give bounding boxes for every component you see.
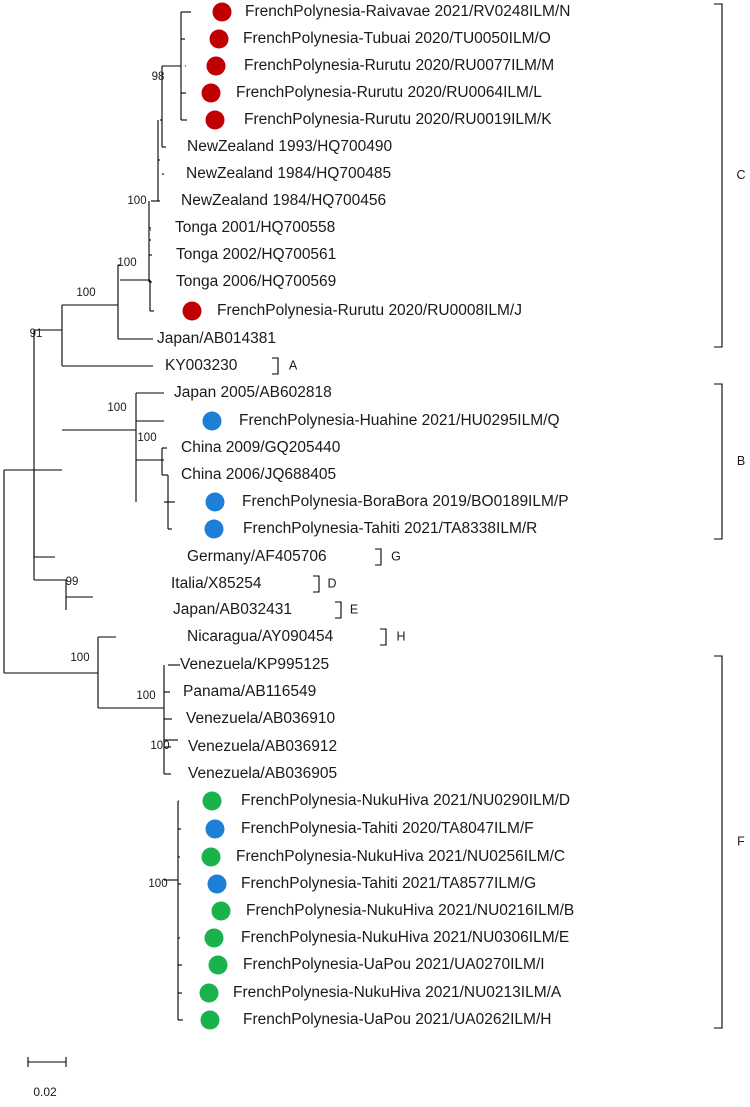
leaf-label: Japan 2005/AB602818 (174, 384, 332, 401)
clade-bracket (272, 357, 279, 375)
leaf-marker-red (212, 2, 232, 22)
leaf-label: Venezuela/KP995125 (180, 656, 329, 673)
support-values: 98 100 100 100 91 100 100 99 100 100 100 100 (30, 71, 170, 890)
leaf-label: FrenchPolynesia-Tahiti 2021/TA8338ILM/R (243, 520, 537, 537)
leaf-label: Nicaragua/AY090454 (187, 628, 334, 645)
clade-bracket (375, 548, 382, 566)
support-value: 100 (137, 432, 156, 444)
leaf-label: FrenchPolynesia-UaPou 2021/UA0270ILM/I (243, 956, 545, 973)
leaf-marker-blue (204, 519, 224, 539)
leaf-marker-red (182, 301, 202, 321)
leaf-label: FrenchPolynesia-NukuHiva 2021/NU0256ILM/… (236, 848, 565, 865)
leaf-label: FrenchPolynesia-UaPou 2021/UA0262ILM/H (243, 1011, 551, 1028)
leaf-label: FrenchPolynesia-NukuHiva 2021/NU0213ILM/… (233, 984, 562, 1001)
leaf-label: Venezuela/AB036910 (186, 710, 335, 727)
leaf-label: NewZealand 1993/HQ700490 (187, 138, 392, 155)
tree-branches (3, 11, 191, 1021)
leaf-marker-green (199, 983, 219, 1003)
leaf-label: China 2009/GQ205440 (181, 439, 341, 456)
leaf-label: FrenchPolynesia-Tahiti 2021/TA8577ILM/G (241, 875, 536, 892)
leaf-marker-red (209, 29, 229, 49)
leaf-marker-green (211, 901, 231, 921)
support-value: 99 (66, 576, 79, 588)
leaf-marker-green (204, 928, 224, 948)
leaf-marker-blue (205, 492, 225, 512)
leaf-label: FrenchPolynesia-NukuHiva 2021/NU0216ILM/… (246, 902, 574, 919)
clade-letter: D (327, 576, 336, 590)
support-value: 98 (152, 71, 165, 83)
leaf-label: Panama/AB116549 (183, 683, 316, 700)
support-value: 100 (117, 257, 136, 269)
leaf-label: FrenchPolynesia-Rurutu 2020/RU0077ILM/M (244, 57, 554, 74)
support-value: 100 (70, 652, 89, 664)
clade-bracket (380, 628, 387, 646)
leaf-marker-green (202, 791, 222, 811)
leaf-label: Germany/AF405706 (187, 548, 327, 565)
leaf-label: China 2006/JQ688405 (181, 466, 336, 483)
leaf-marker-green (200, 1010, 220, 1030)
leaf-label: FrenchPolynesia-Rurutu 2020/RU0019ILM/K (244, 111, 552, 128)
support-value: 100 (107, 402, 126, 414)
leaf-label: Tonga 2001/HQ700558 (175, 219, 335, 236)
support-value: 100 (136, 690, 155, 702)
leaf-label: KY003230 (165, 357, 238, 374)
support-value: 100 (127, 195, 146, 207)
leaf-label: Tonga 2006/HQ700569 (176, 273, 336, 290)
clade-letters: C A B G DE H F (289, 168, 746, 849)
clade-bracket (313, 575, 320, 593)
leaf-marker-red (206, 56, 226, 76)
leaf-marker-green (201, 847, 221, 867)
leaf-label: Italia/X85254 (171, 575, 262, 592)
leaf-label: FrenchPolynesia-Huahine 2021/HU0295ILM/Q (239, 412, 560, 429)
leaf-label: FrenchPolynesia-NukuHiva 2021/NU0306ILM/… (241, 929, 569, 946)
leaf-markers (182, 2, 232, 1030)
clade-letter: G (391, 549, 401, 563)
support-value: 100 (150, 740, 169, 752)
leaf-label: Japan/AB014381 (157, 330, 276, 347)
leaf-label: Venezuela/AB036912 (188, 738, 337, 755)
clade-bracket (335, 601, 342, 619)
leaf-label: NewZealand 1984/HQ700485 (186, 165, 391, 182)
clade-letter: A (289, 358, 298, 372)
leaf-label: NewZealand 1984/HQ700456 (181, 192, 386, 209)
clade-letter: E (350, 602, 358, 616)
support-value: 100 (76, 287, 95, 299)
clade-letter: H (396, 629, 405, 643)
leaf-marker-blue (205, 819, 225, 839)
leaf-marker-blue (202, 411, 222, 431)
clade-letter: B (737, 454, 745, 468)
scale-bar: 0.02 (27, 1057, 67, 1099)
leaf-label: FrenchPolynesia-NukuHiva 2021/NU0290ILM/… (241, 792, 570, 809)
support-value: 91 (30, 328, 43, 340)
leaf-label: FrenchPolynesia-Rurutu 2020/RU0064ILM/L (236, 84, 542, 101)
leaf-marker-red (205, 110, 225, 130)
leaf-label: FrenchPolynesia-BoraBora 2019/BO0189ILM/… (242, 493, 569, 510)
leaf-label: FrenchPolynesia-Tahiti 2020/TA8047ILM/F (241, 820, 534, 837)
clade-bracket (714, 383, 723, 540)
scale-bar-label: 0.02 (33, 1085, 57, 1099)
clade-bracket (714, 655, 723, 1029)
leaf-marker-green (208, 955, 228, 975)
leaf-labels: FrenchPolynesia-Raivavae 2021/RV0248ILM/… (157, 3, 574, 1028)
leaf-label: FrenchPolynesia-Rurutu 2020/RU0008ILM/J (217, 302, 522, 319)
leaf-label: Venezuela/AB036905 (188, 765, 337, 782)
leaf-label: Tonga 2002/HQ700561 (176, 246, 336, 263)
clade-letter: F (737, 834, 745, 848)
leaf-label: FrenchPolynesia-Raivavae 2021/RV0248ILM/… (245, 3, 570, 20)
clade-brackets (272, 3, 723, 1029)
clade-letter: C (736, 168, 745, 182)
leaf-marker-blue (207, 874, 227, 894)
leaf-label: Japan/AB032431 (173, 601, 292, 618)
clade-bracket (714, 3, 723, 348)
leaf-marker-red (201, 83, 221, 103)
support-value: 100 (148, 878, 167, 890)
leaf-label: FrenchPolynesia-Tubuai 2020/TU0050ILM/O (243, 30, 551, 47)
